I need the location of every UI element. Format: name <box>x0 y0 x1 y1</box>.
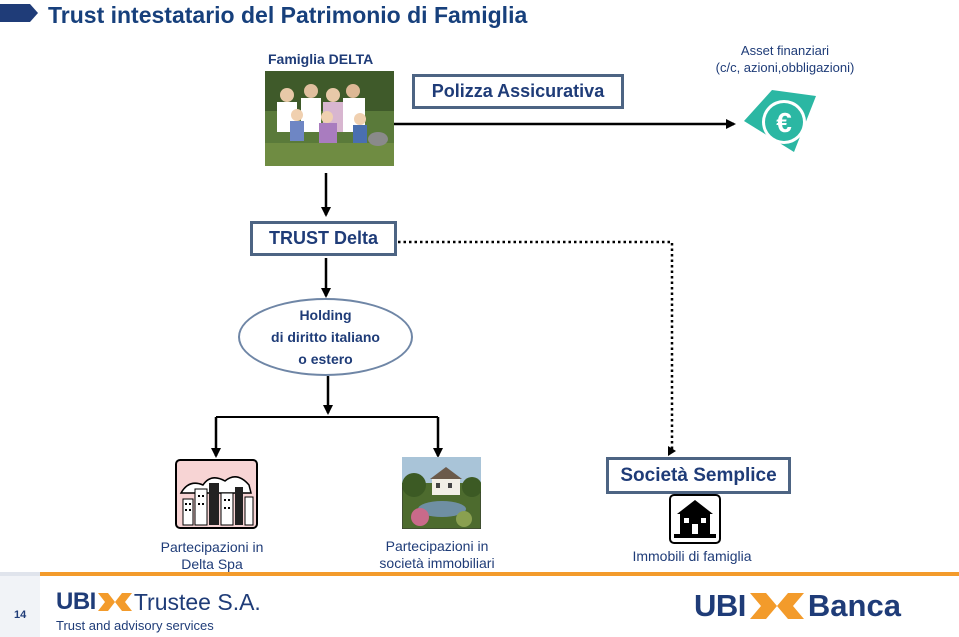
caption-imm-line1: Partecipazioni in <box>385 538 489 554</box>
holding-line2: di diritto italiano <box>271 329 380 345</box>
holding-ellipse: Holding di diritto italiano o estero <box>238 298 413 376</box>
family-photo <box>265 71 394 166</box>
holding-line1: Holding <box>299 307 352 323</box>
logo-right-ubi: UBI <box>694 588 746 623</box>
family-label: Famiglia DELTA <box>268 51 374 67</box>
caption-spa-line1: Partecipazioni in <box>160 539 264 555</box>
caption-imm-line2: società immobiliari <box>379 555 495 571</box>
country-house-photo <box>402 457 481 529</box>
ubi-banca-logo: UBI Banca <box>694 588 901 624</box>
euro-symbol: € <box>776 107 792 138</box>
title-marker-icon <box>0 4 38 22</box>
caption-immobili-famiglia: Immobili di famiglia <box>632 548 752 564</box>
page-title: Trust intestatario del Patrimonio di Fam… <box>48 2 528 28</box>
trust-box: TRUST Delta <box>250 221 397 256</box>
caption-partecipazioni-immobiliari: Partecipazioni in società immobiliari <box>362 538 512 572</box>
dotted-trust-to-societa <box>398 240 674 450</box>
house-icon <box>669 494 721 544</box>
logo-left-arrows-icon <box>97 593 132 611</box>
holding-line3: o estero <box>298 351 353 367</box>
page-number: 14 <box>14 609 27 621</box>
ubi-trustee-logo: UBI Trustee S.A. <box>56 588 261 616</box>
euro-coin-icon: € <box>744 90 816 152</box>
societa-semplice-box: Società Semplice <box>606 457 791 494</box>
logo-right-arrows-icon <box>749 593 804 619</box>
assets-label: Asset finanziari (c/c, azioni,obbligazio… <box>690 42 880 76</box>
logo-left-ubi: UBI <box>56 588 96 615</box>
assets-line1: Asset finanziari <box>740 43 830 58</box>
caption-spa-line2: Delta Spa <box>181 556 243 572</box>
policy-box: Polizza Assicurativa <box>412 74 624 109</box>
logo-left-trustee: Trustee S.A. <box>133 588 261 615</box>
city-buildings-icon <box>175 459 258 529</box>
assets-line2: (c/c, azioni,obbligazioni) <box>715 60 855 75</box>
caption-partecipazioni-spa: Partecipazioni in Delta Spa <box>150 539 274 573</box>
footer-accent-line <box>40 572 959 576</box>
footer-tagline: Trust and advisory services <box>56 618 214 633</box>
page-number-tab <box>0 576 40 637</box>
logo-right-banca: Banca <box>807 588 901 623</box>
